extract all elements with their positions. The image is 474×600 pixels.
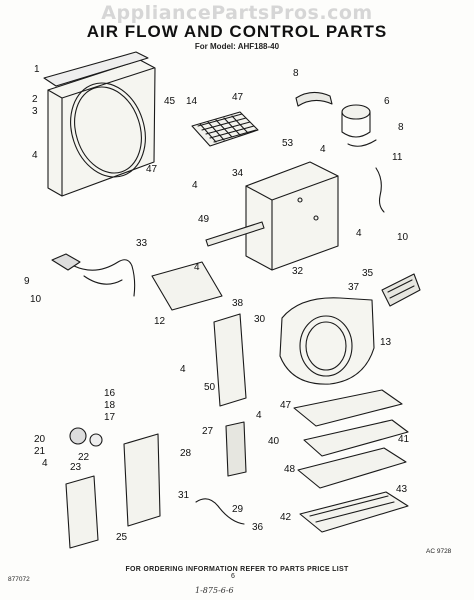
callout: 38: [232, 298, 244, 309]
front-panel-drawing: [43, 51, 156, 197]
callout: 14: [186, 96, 198, 107]
callout: 4: [32, 150, 38, 161]
blower-drawing: [279, 297, 375, 385]
callout: 30: [254, 314, 266, 325]
callout: 20: [34, 434, 46, 445]
callout: 4: [256, 410, 262, 421]
callout: 16: [104, 388, 116, 399]
ordering-note: FOR ORDERING INFORMATION REFER TO PARTS …: [125, 566, 349, 573]
wire-drawing: [375, 167, 385, 213]
callout: 17: [104, 412, 116, 423]
callout: 4: [320, 144, 326, 155]
callout: 36: [252, 522, 264, 533]
callout: 41: [398, 434, 410, 445]
callout: 2: [32, 94, 38, 105]
callout: 40: [268, 436, 280, 447]
callout: 6: [384, 96, 390, 107]
callout: 32: [292, 266, 304, 277]
callout: 29: [232, 504, 244, 515]
page-title: AIR FLOW AND CONTROL PARTS: [86, 22, 388, 41]
callout: 42: [280, 512, 292, 523]
knob-bracket-drawing: [65, 427, 161, 549]
callout: 28: [180, 448, 192, 459]
rail-drawing: [205, 221, 265, 247]
callout: 53: [282, 138, 294, 149]
callout: 4: [42, 458, 48, 469]
callout: 1: [34, 64, 40, 75]
callout: 31: [178, 490, 190, 501]
callout: 12: [154, 316, 166, 327]
figure-code: AC 9728: [426, 548, 452, 555]
filter-drawing: [191, 111, 259, 147]
callout: 13: [380, 337, 392, 348]
callout-labels: 1 2 3 4 45 14 47 8 6 53 8 4 47 11 34 4 4…: [24, 64, 410, 543]
callout: 37: [348, 282, 360, 293]
watermark: AppliancePartsPros.com: [101, 2, 373, 24]
callout: 11: [392, 152, 403, 163]
document-code: 877072: [8, 576, 30, 583]
callout: 21: [34, 446, 46, 457]
callout: 43: [396, 484, 408, 495]
callout: 47: [280, 400, 292, 411]
callout: 49: [198, 214, 210, 225]
wire-36-drawing: [195, 498, 245, 525]
callout: 35: [362, 268, 374, 279]
callout: 8: [293, 68, 299, 79]
callout: 33: [136, 238, 148, 249]
handwritten-note: 1-875-6-6: [195, 586, 234, 595]
callout: 4: [356, 228, 362, 239]
callout: 8: [398, 122, 404, 133]
callout: 27: [202, 426, 214, 437]
callout: 50: [204, 382, 216, 393]
callout: 22: [78, 452, 90, 463]
callout: 10: [30, 294, 42, 305]
callout: 23: [70, 462, 82, 473]
callout: 4: [192, 180, 198, 191]
callout: 9: [24, 276, 30, 287]
callout: 25: [116, 532, 128, 543]
page-number: 6: [231, 573, 235, 580]
callout: 47: [146, 164, 158, 175]
callout: 47: [232, 92, 244, 103]
capacitor-drawing: [295, 91, 377, 147]
callout: 45: [164, 96, 176, 107]
switch-cover-drawing: [225, 421, 247, 477]
callout: 48: [284, 464, 296, 475]
model-line: For Model: AHF188-40: [194, 42, 280, 51]
control-panel-drawing: [213, 313, 247, 407]
callout: 3: [32, 106, 38, 117]
callout: 34: [232, 168, 244, 179]
harness-drawing: [51, 253, 136, 297]
callout: 10: [397, 232, 409, 243]
drain-pan-drawing: [293, 389, 409, 533]
housing-drawing: [245, 161, 339, 271]
control-board-drawing: [381, 273, 421, 307]
callout: 18: [104, 400, 116, 411]
callout: 4: [194, 262, 200, 273]
plate-drawing: [151, 261, 223, 311]
callout: 4: [180, 364, 186, 375]
